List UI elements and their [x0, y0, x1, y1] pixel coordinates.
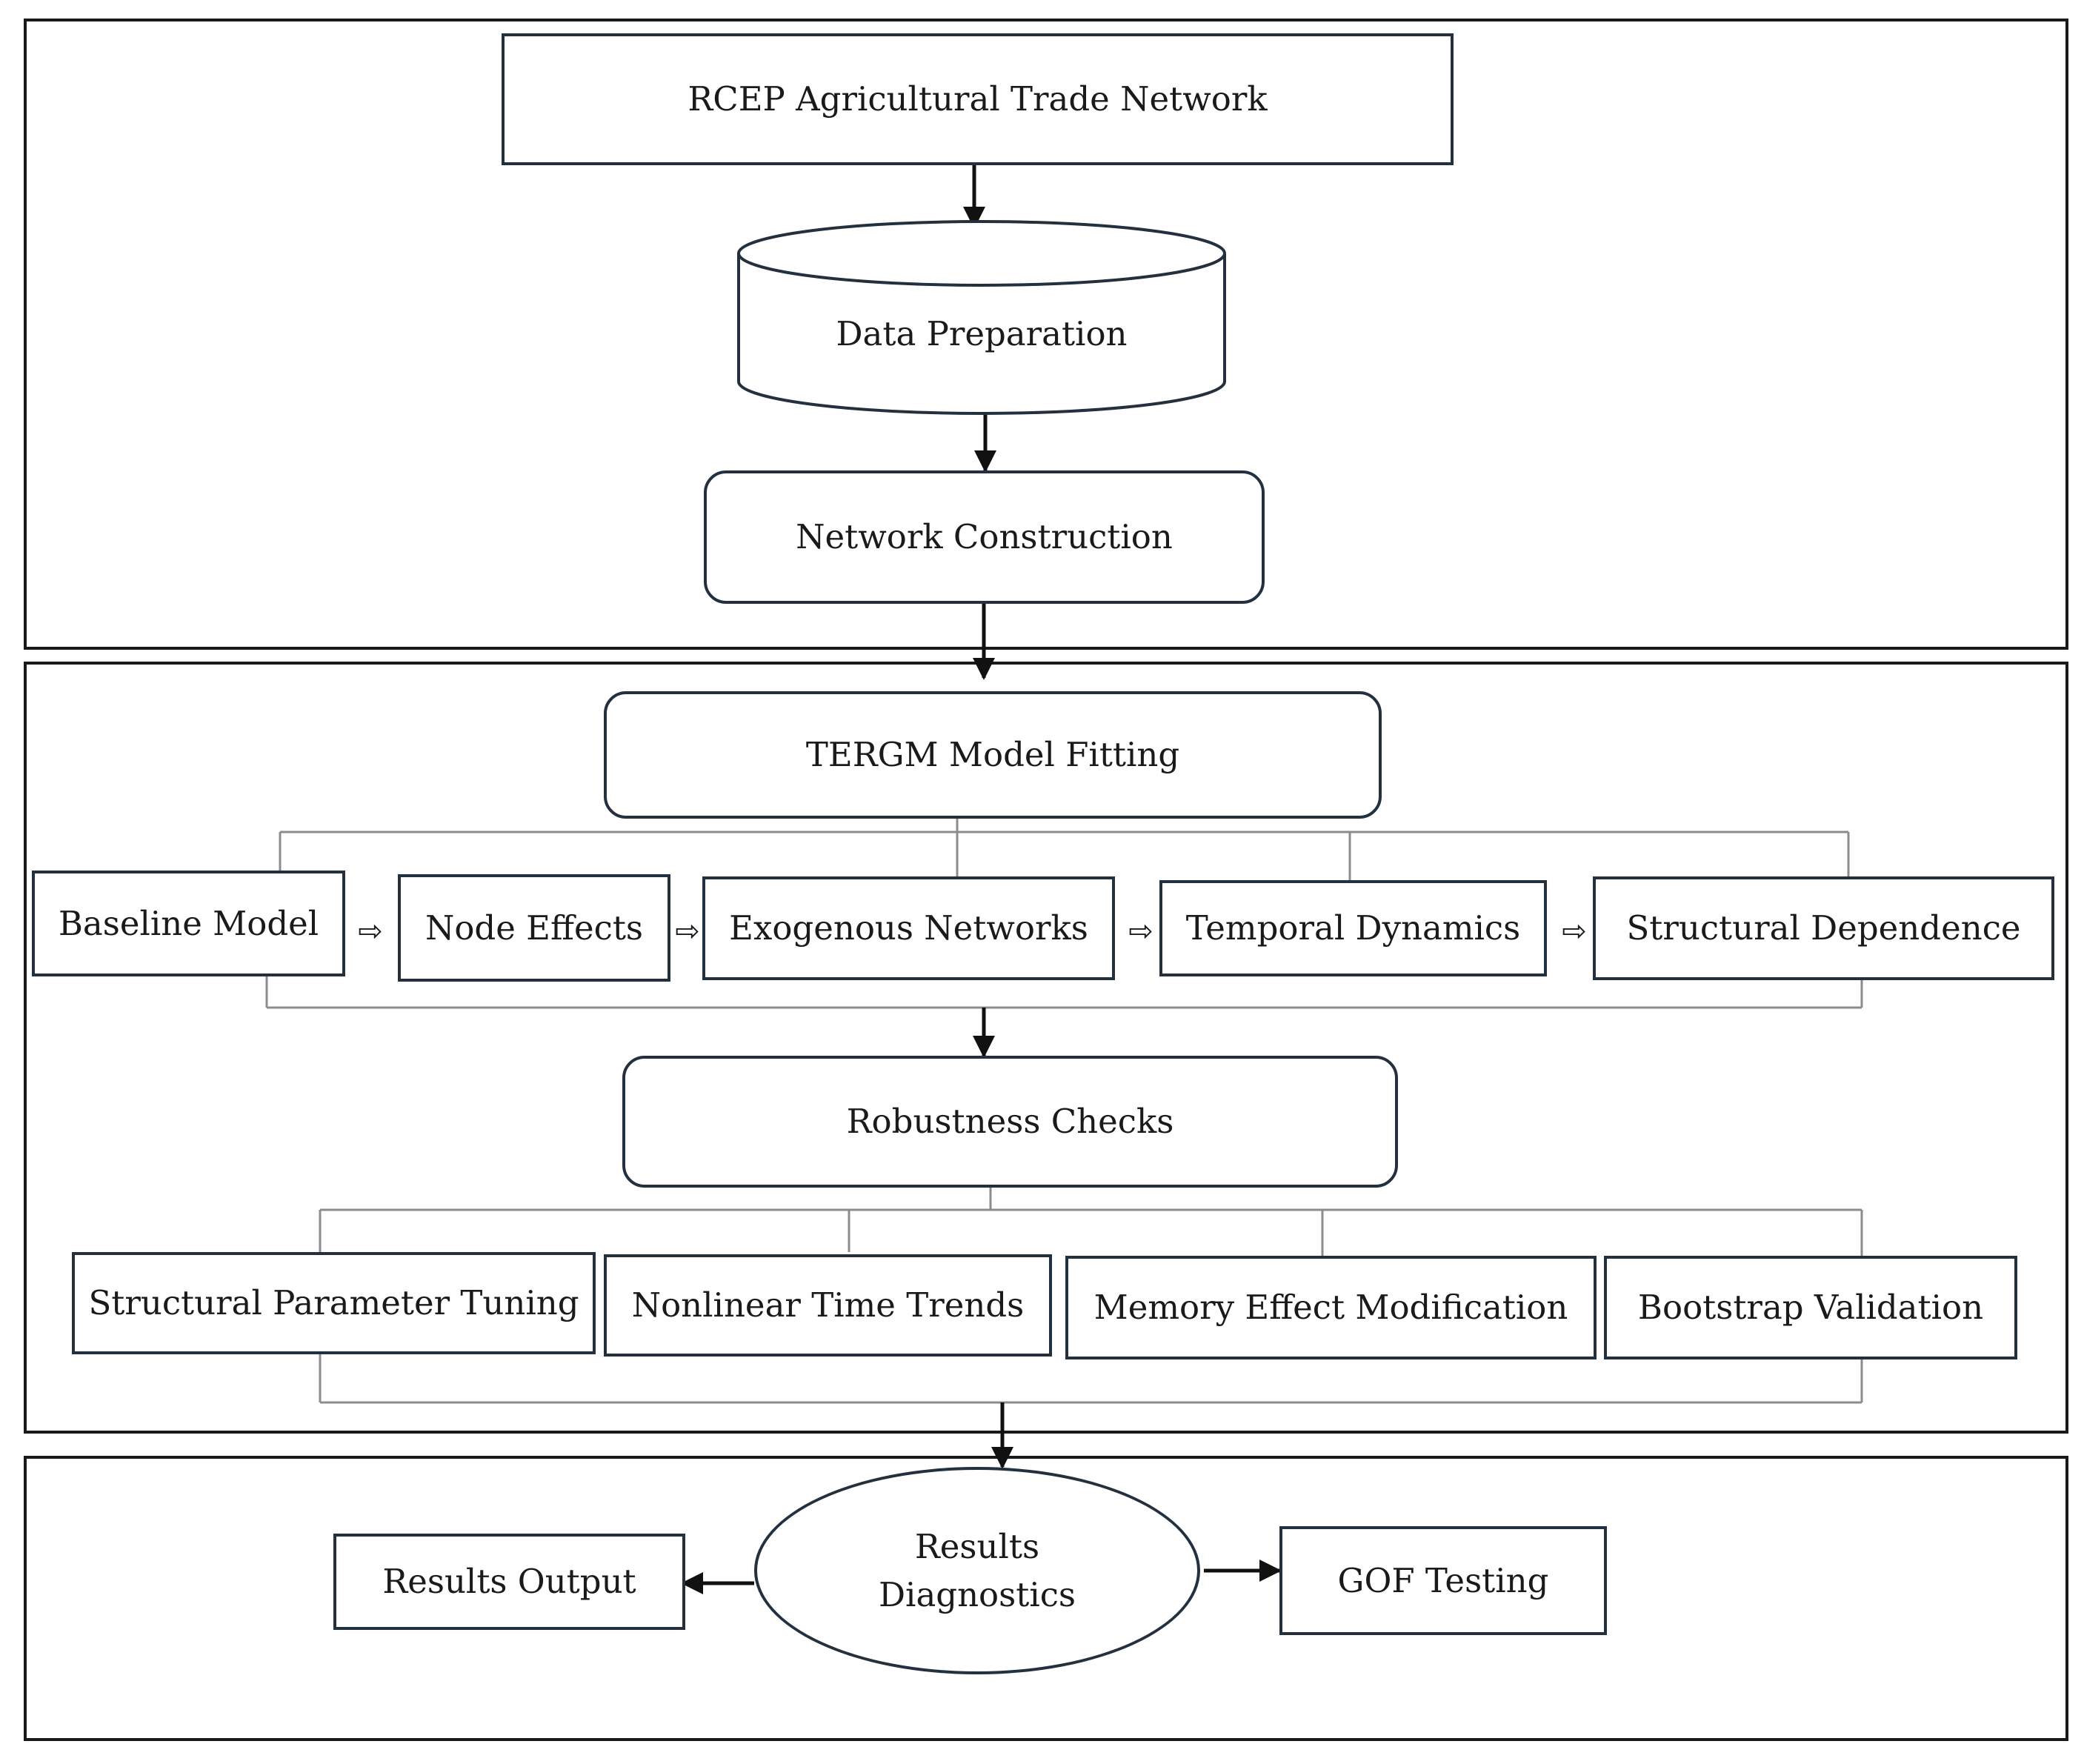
fitting-bracket	[265, 819, 1863, 1009]
stage-3-frame	[24, 1456, 2068, 1741]
gof-testing-box: GOF Testing	[1279, 1526, 1607, 1635]
robustness-bracket	[319, 1188, 1863, 1404]
step-arrow-icon: ⇨	[1128, 914, 1153, 948]
tergm-fitting-box: TERGM Model Fitting	[604, 691, 1382, 819]
step-structural-dependence: Structural Dependence	[1593, 876, 2054, 980]
data-prep-label: Data Preparation	[836, 313, 1128, 353]
check-bootstrap-validation: Bootstrap Validation	[1604, 1256, 2017, 1359]
check-structural-parameter-tuning: Structural Parameter Tuning	[72, 1252, 596, 1354]
step-arrow-icon: ⇨	[1562, 914, 1587, 948]
diagnostics-line-1: Results	[914, 1526, 1040, 1566]
results-diagnostics-ellipse: Results Diagnostics	[754, 1467, 1200, 1674]
results-output-box: Results Output	[333, 1534, 685, 1630]
diagnostics-line-2: Diagnostics	[878, 1575, 1076, 1614]
step-baseline-model: Baseline Model	[32, 871, 345, 976]
network-construction-box: Network Construction	[704, 470, 1265, 604]
stage-2-frame	[24, 662, 2068, 1434]
check-memory-effect-modification: Memory Effect Modification	[1065, 1256, 1597, 1359]
rcep-trade-network-box: RCEP Agricultural Trade Network	[502, 33, 1454, 165]
step-arrow-icon: ⇨	[675, 914, 700, 948]
stage-1-frame	[24, 19, 2068, 650]
step-exogenous-networks: Exogenous Networks	[702, 876, 1115, 980]
step-temporal-dynamics: Temporal Dynamics	[1159, 880, 1547, 976]
robustness-checks-box: Robustness Checks	[622, 1056, 1398, 1188]
step-node-effects: Node Effects	[398, 874, 670, 982]
data-prep-cylinder	[737, 220, 1226, 415]
check-nonlinear-time-trends: Nonlinear Time Trends	[604, 1254, 1052, 1357]
step-arrow-icon: ⇨	[358, 914, 383, 948]
